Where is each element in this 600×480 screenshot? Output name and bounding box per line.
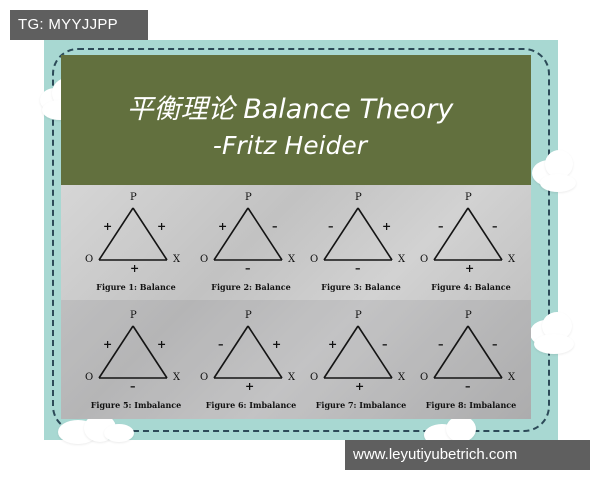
vertex-label-o: O: [310, 254, 319, 265]
sign-p-x: –: [382, 338, 388, 351]
vertex-label-o: O: [310, 372, 319, 383]
vertex-label-x: X: [173, 254, 181, 265]
edge-p-x: [467, 207, 503, 261]
sign-o-x: –: [355, 262, 361, 275]
watermark-top: TG: MYYJJPP: [10, 10, 148, 40]
vertex-label-p: P: [355, 310, 362, 321]
edge-p-x: [467, 325, 503, 379]
vertex-label-x: X: [288, 372, 296, 383]
edge-p-o: [98, 325, 134, 379]
sign-o-x: –: [245, 262, 251, 275]
sign-p-o: –: [328, 220, 334, 233]
figure-7: P O X + – + Figure 7: Imbalance: [306, 308, 416, 419]
watermark-bottom: www.leyutiyubetrich.com: [345, 440, 590, 470]
figure-caption: Figure 7: Imbalance: [315, 400, 407, 410]
edge-p-x: [357, 207, 393, 261]
figure-caption: Figure 8: Imbalance: [425, 400, 517, 410]
triangle-diagram: [433, 207, 503, 261]
vertex-label-p: P: [245, 310, 252, 321]
sign-p-o: –: [218, 338, 224, 351]
sign-p-x: +: [157, 338, 167, 351]
vertex-label-x: X: [288, 254, 296, 265]
triangle-diagram: [213, 325, 283, 379]
vertex-label-o: O: [85, 372, 94, 383]
figure-caption: Figure 6: Imbalance: [205, 400, 297, 410]
sign-p-x: –: [272, 220, 278, 233]
figure-caption: Figure 3: Balance: [321, 282, 401, 292]
vertex-label-o: O: [200, 372, 209, 383]
edge-p-o: [98, 207, 134, 261]
sign-o-x: +: [465, 262, 475, 275]
triangle-diagram: [213, 207, 283, 261]
vertex-label-x: X: [173, 372, 181, 383]
figure-caption: Figure 5: Imbalance: [90, 400, 182, 410]
sign-o-x: –: [130, 380, 136, 393]
edge-p-o: [433, 207, 469, 261]
vertex-label-o: O: [420, 372, 429, 383]
triangle-diagram: [98, 325, 168, 379]
sign-p-x: +: [157, 220, 167, 233]
sign-p-x: +: [272, 338, 282, 351]
sign-o-x: –: [465, 380, 471, 393]
sign-p-o: +: [218, 220, 228, 233]
sign-p-x: +: [382, 220, 392, 233]
triangle-diagram: [98, 207, 168, 261]
edge-p-o: [433, 325, 469, 379]
sign-p-o: +: [103, 220, 113, 233]
triangle-diagram: [323, 207, 393, 261]
figure-6: P O X – + + Figure 6: Imbalance: [196, 308, 306, 419]
vertex-label-x: X: [398, 372, 406, 383]
vertex-label-p: P: [355, 192, 362, 203]
sign-o-x: +: [130, 262, 140, 275]
sign-p-o: +: [328, 338, 338, 351]
sign-p-x: –: [492, 220, 498, 233]
edge-p-o: [323, 325, 359, 379]
figure-4: P O X – – + Figure 4: Balance: [416, 190, 526, 302]
edge-p-o: [213, 207, 249, 261]
edge-p-o: [213, 325, 249, 379]
edge-p-x: [357, 325, 393, 379]
dashed-border: [52, 48, 550, 432]
edge-p-x: [132, 207, 168, 261]
figure-1: P O X + + + Figure 1: Balance: [81, 190, 191, 302]
edge-p-o: [323, 207, 359, 261]
vertex-label-p: P: [465, 192, 472, 203]
vertex-label-o: O: [420, 254, 429, 265]
triangle-diagram: [323, 325, 393, 379]
sign-p-x: –: [492, 338, 498, 351]
figure-3: P O X – + – Figure 3: Balance: [306, 190, 416, 302]
diagram-sheet: [61, 185, 531, 419]
sign-p-o: –: [438, 338, 444, 351]
figure-2: P O X + – – Figure 2: Balance: [196, 190, 306, 302]
sign-p-o: –: [438, 220, 444, 233]
triangle-diagram: [433, 325, 503, 379]
vertex-label-p: P: [245, 192, 252, 203]
sign-o-x: +: [245, 380, 255, 393]
poster-title: 平衡理论 Balance Theory: [126, 94, 454, 125]
vertex-label-o: O: [200, 254, 209, 265]
edge-p-x: [132, 325, 168, 379]
sign-o-x: +: [355, 380, 365, 393]
vertex-label-p: P: [130, 310, 137, 321]
figure-8: P O X – – – Figure 8: Imbalance: [416, 308, 526, 419]
vertex-label-x: X: [508, 254, 516, 265]
figure-caption: Figure 2: Balance: [211, 282, 291, 292]
figure-caption: Figure 1: Balance: [96, 282, 176, 292]
vertex-label-x: X: [398, 254, 406, 265]
poster: 平衡理论 Balance Theory -Fritz Heider P O X + + +…: [61, 55, 531, 419]
vertex-label-x: X: [508, 372, 516, 383]
poster-subtitle: -Fritz Heider: [212, 131, 368, 160]
figure-5: P O X + + – Figure 5: Imbalance: [81, 308, 191, 419]
edge-p-x: [247, 325, 283, 379]
edge-p-x: [247, 207, 283, 261]
sign-p-o: +: [103, 338, 113, 351]
vertex-label-o: O: [85, 254, 94, 265]
figure-caption: Figure 4: Balance: [431, 282, 511, 292]
vertex-label-p: P: [465, 310, 472, 321]
vertex-label-p: P: [130, 192, 137, 203]
title-panel: 平衡理论 Balance Theory -Fritz Heider: [61, 55, 531, 185]
